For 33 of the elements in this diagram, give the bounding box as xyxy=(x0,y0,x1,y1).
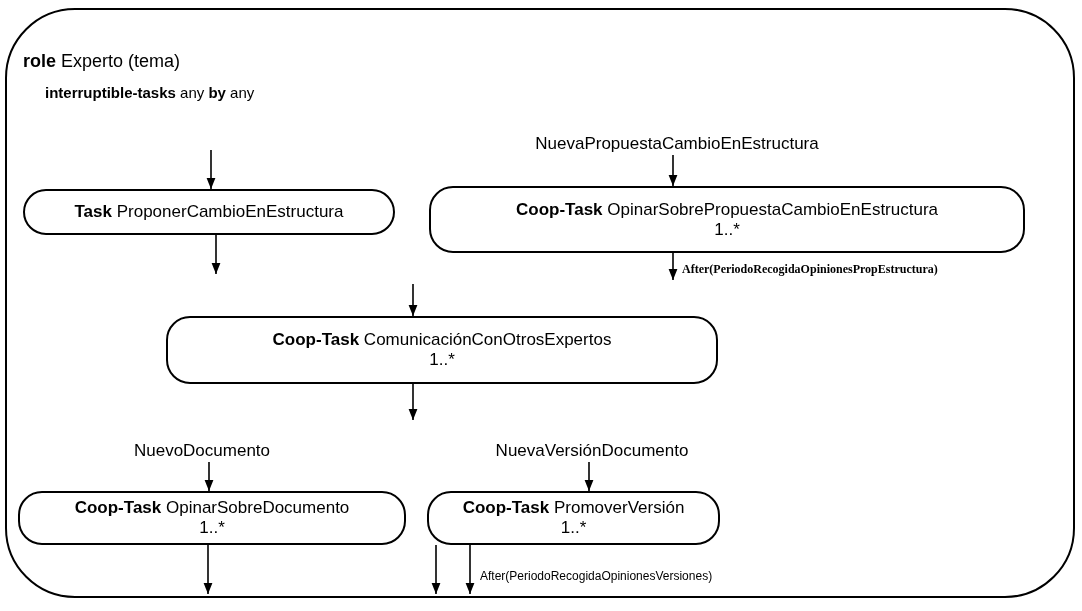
task-box xyxy=(429,186,1025,253)
task-name: Coop-Task OpinarSobreDocumento xyxy=(74,498,350,518)
task-name: Coop-Task ComunicaciónConOtrosExpertos xyxy=(272,330,612,350)
arrow xyxy=(204,461,214,492)
event-label: NuevaVersiónDocumento xyxy=(495,440,689,462)
task-box xyxy=(23,189,395,235)
role-container xyxy=(5,8,1075,598)
arrow xyxy=(211,234,221,275)
arrow xyxy=(584,461,594,492)
multiplicity-label: 1..* xyxy=(199,518,225,538)
role-title: role Experto (tema) xyxy=(23,50,181,73)
task-box xyxy=(18,491,406,545)
arrow xyxy=(408,383,418,421)
arrow xyxy=(431,544,441,595)
arrow xyxy=(668,154,678,187)
arrow xyxy=(465,544,475,595)
task-name: Coop-Task PromoverVersión xyxy=(462,498,685,518)
edge-label: After(PeriodoRecogidaOpinionesVersiones) xyxy=(480,568,713,584)
arrow xyxy=(203,544,213,595)
task-name: Task ProponerCambioEnEstructura xyxy=(74,202,344,222)
arrow xyxy=(206,149,216,190)
edge-label: After(PeriodoRecogidaOpinionesPropEstructura) xyxy=(682,261,938,277)
multiplicity-label: 1..* xyxy=(714,219,740,240)
arrow xyxy=(408,283,418,317)
interruption-clause: interruptible-tasks any by any xyxy=(45,83,255,103)
task-box xyxy=(166,316,718,384)
multiplicity-label: 1..* xyxy=(429,350,455,370)
event-label: NuevoDocumento xyxy=(133,440,271,462)
multiplicity-label: 1..* xyxy=(560,518,587,538)
task-box xyxy=(427,491,720,545)
event-label: NuevaPropuestaCambioEnEstructura xyxy=(535,133,819,155)
task-name: Coop-Task OpinarSobrePropuestaCambioEnEstructura xyxy=(516,199,938,220)
arrow xyxy=(668,252,678,281)
